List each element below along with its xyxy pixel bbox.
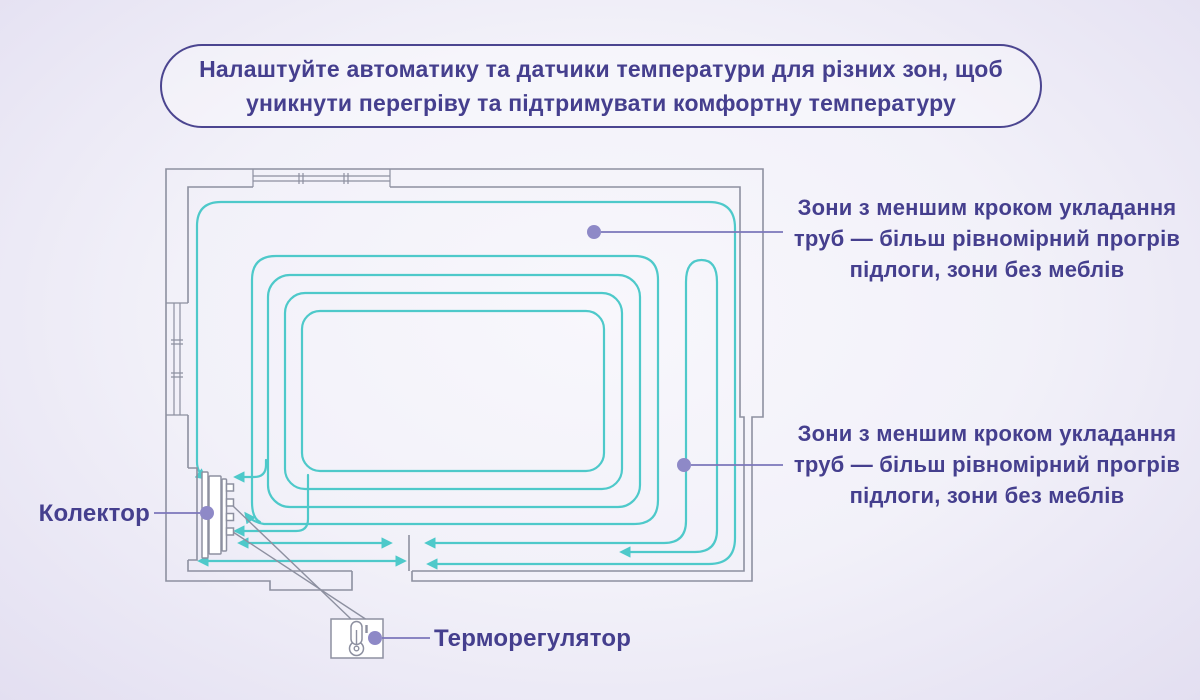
header-banner: Налаштуйте автоматику та датчики темпера… [160,44,1042,128]
zone-annotation-2: Зони з меншим кроком укладання труб — бі… [780,418,1194,511]
pipe-finger-loop [424,258,719,558]
wall-outer [165,168,764,591]
thermometer-icon [348,620,368,657]
zone-annotation-2-line-1: Зони з меншим кроком укладання [797,421,1177,446]
thermostat [330,618,384,659]
window-top [252,169,391,187]
heating-pipe-loops [194,200,737,570]
zone-annotation-1-line-2: труб — більш рівномірний прогрів [793,226,1181,251]
zone-annotation-1: Зони з меншим кроком укладання труб — бі… [780,192,1194,285]
pipe-outer-loop [194,200,737,570]
collector-niche [188,467,198,561]
zone-annotation-1-line-1: Зони з меншим кроком укладання [797,195,1177,220]
thermostat-wire-2 [232,531,368,621]
collector-valve-2 [225,498,235,507]
zone-annotation-2-line-2: труб — більш рівномірний прогрів [793,452,1181,477]
pipe-loop-2 [244,254,660,526]
pipe-collector-tail-2 [233,458,268,483]
wall-inner [187,186,745,572]
pipe-loop-5 [300,309,606,473]
annotation-dot-collector [200,506,214,520]
annotation-dot-thermostat [368,631,382,645]
collector-valve-3 [225,512,235,522]
pipe-loop-4 [283,291,624,491]
annotation-dot-zone-2 [677,458,691,472]
collector-label: Колектор [38,500,150,527]
zone-annotation-2-line-3: підлоги, зони без меблів [849,483,1125,508]
collector-valve-1 [225,483,235,492]
annotation-leaders [154,225,783,645]
window-left [166,302,188,416]
thermostat-label: Терморегулятор [434,625,632,652]
collector-valve-4 [225,527,235,536]
annotation-dot-zone-1 [587,225,601,239]
pipe-loop-3 [266,273,642,509]
banner-text: Налаштуйте автоматику та датчики темпера… [199,56,1003,116]
zone-annotation-1-line-3: підлоги, зони без меблів [849,257,1125,282]
thermostat-wire-1 [232,505,353,621]
pipe-collector-tail-1 [233,473,310,537]
room-walls [165,168,764,591]
